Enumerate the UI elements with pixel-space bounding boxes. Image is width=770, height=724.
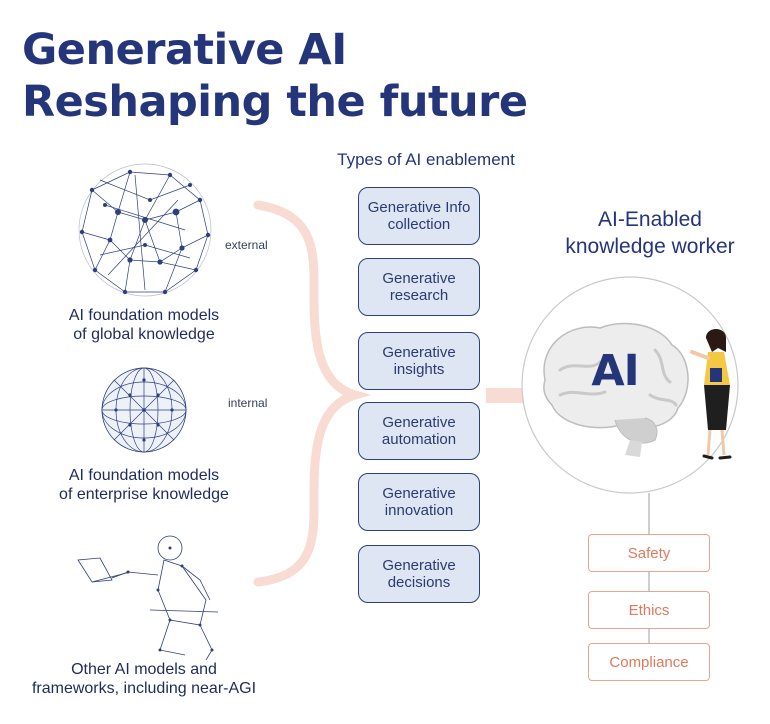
gen-box-innovation: Generative innovation — [358, 473, 480, 531]
robot-at-laptop-icon — [77, 535, 219, 661]
title-line-2: Reshaping the future — [22, 77, 528, 127]
gen-box-decisions: Generative decisions — [358, 545, 480, 603]
brain-icon — [543, 322, 689, 457]
model-global-line-1: AI foundation models — [68, 307, 220, 324]
brace-connector — [253, 200, 372, 587]
model-global-label: AI foundation models of global knowledge — [14, 306, 274, 344]
model-other-line-1: Other AI models and — [71, 661, 217, 678]
model-enterprise-label: AI foundation models of enterprise knowl… — [14, 466, 274, 504]
model-other-label: Other AI models and frameworks, includin… — [14, 660, 274, 698]
gen-box-label: Generative research — [382, 270, 456, 304]
principle-compliance: Compliance — [588, 643, 710, 681]
gen-box-label: Generative automation — [381, 414, 457, 448]
gen-box-insights: Generative insights — [358, 332, 480, 390]
enterprise-network-sphere-icon — [101, 367, 187, 453]
gen-box-label: Generative innovation — [382, 485, 456, 519]
internal-label: internal — [228, 396, 268, 410]
worker-heading-line-2: knowledge worker — [565, 235, 735, 258]
connector-bar — [486, 388, 524, 403]
principle-safety: Safety — [588, 534, 710, 572]
model-enterprise-line-2: of enterprise knowledge — [59, 486, 229, 503]
gen-box-automation: Generative automation — [358, 402, 480, 460]
gen-box-label: Generative decisions — [382, 557, 456, 591]
types-heading: Types of AI enablement — [337, 150, 515, 169]
model-enterprise-line-1: AI foundation models — [68, 467, 220, 484]
external-label: external — [225, 238, 268, 252]
principle-ethics: Ethics — [588, 591, 710, 629]
brain-ai-text: AI — [591, 346, 639, 396]
model-other-line-2: frameworks, including near-AGI — [31, 680, 257, 697]
title-line-1: Generative AI — [22, 25, 347, 75]
gen-box-info-collection: Generative Info collection — [358, 187, 480, 245]
worker-heading-line-1: AI-Enabled — [598, 208, 702, 231]
gen-box-research: Generative research — [358, 258, 480, 316]
gen-box-label: Generative Info collection — [367, 199, 471, 233]
worker-heading: AI-Enabled knowledge worker — [540, 206, 760, 260]
gen-box-label: Generative insights — [382, 344, 456, 378]
presenter-woman-icon — [690, 329, 732, 460]
page-title: Generative AI Reshaping the future — [22, 24, 528, 128]
global-network-sphere-icon — [78, 163, 212, 297]
model-global-line-2: of global knowledge — [73, 326, 215, 343]
